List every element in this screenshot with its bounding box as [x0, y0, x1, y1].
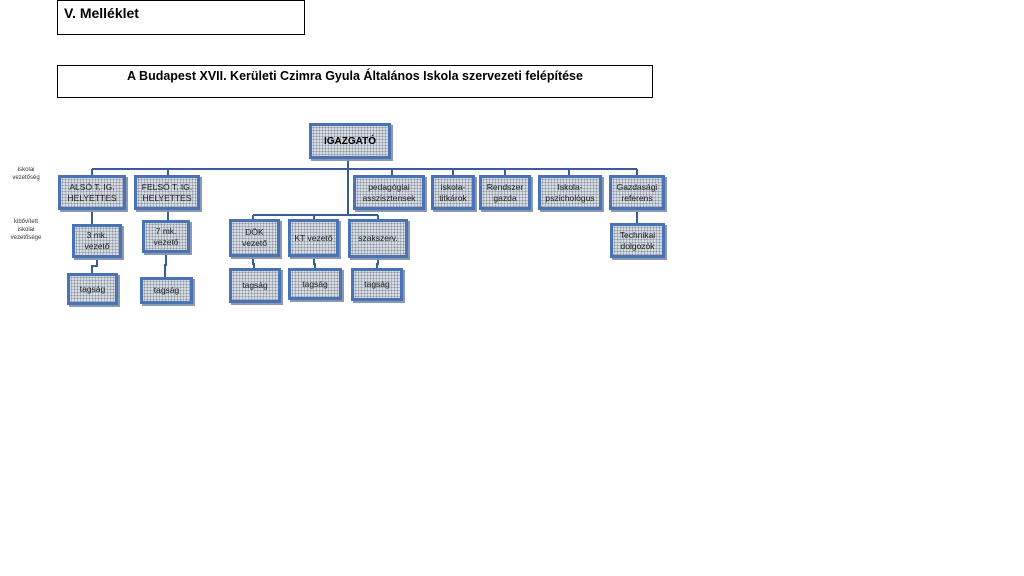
dok-membership-box: tagság — [229, 268, 281, 303]
union-membership-box: tagság — [351, 268, 403, 301]
sysadmin-box: Rendszer gazda — [479, 175, 531, 210]
school-secretaries-box: iskola-titkárok — [431, 175, 475, 210]
annex-box: V. Melléklet — [57, 0, 305, 35]
page-title: A Budapest XVII. Kerületi Czimra Gyula Á… — [127, 69, 583, 83]
lower-team-down — [91, 257, 98, 274]
label-school-leadership: Iskolai vezetőség — [12, 167, 40, 181]
tech-staff-box: Technikai dolgozók — [610, 223, 665, 258]
lower-team-leader-box: 3 mk. vezető — [72, 224, 122, 258]
dok-down — [252, 256, 255, 269]
ped-assistants-box: pedagógiai asszisztensek — [353, 175, 425, 210]
label-extended-leadership: kibővített iskolai vezetősége — [10, 219, 42, 241]
union-down — [376, 257, 379, 269]
kt-leader-box: KT vezető — [288, 219, 339, 257]
economic-officer-box: Gazdasági referens — [609, 175, 665, 210]
lower-membership-box: tagság — [67, 273, 118, 305]
upper-team-down — [164, 252, 167, 278]
upper-membership-box: tagság — [140, 277, 193, 304]
kt-membership-box: tagság — [288, 268, 342, 300]
annex-label: V. Melléklet — [64, 5, 139, 21]
dok-leader-box: DÖK vezető — [229, 219, 280, 257]
title-box: A Budapest XVII. Kerületi Czimra Gyula Á… — [57, 65, 653, 98]
director-box: IGAZGATÓ — [309, 123, 391, 159]
kt-down — [313, 256, 316, 269]
school-psychologist-box: Iskola-pszichológus — [538, 175, 602, 210]
union-box: szakszerv. — [348, 219, 408, 258]
upper-team-leader-box: 7 mk. vezető — [142, 220, 190, 253]
upper-deputy-box: FELSŐ T. IG. HELYETTES — [134, 175, 200, 210]
lower-deputy-box: ALSÓ T. IG. HELYETTES — [58, 175, 126, 210]
